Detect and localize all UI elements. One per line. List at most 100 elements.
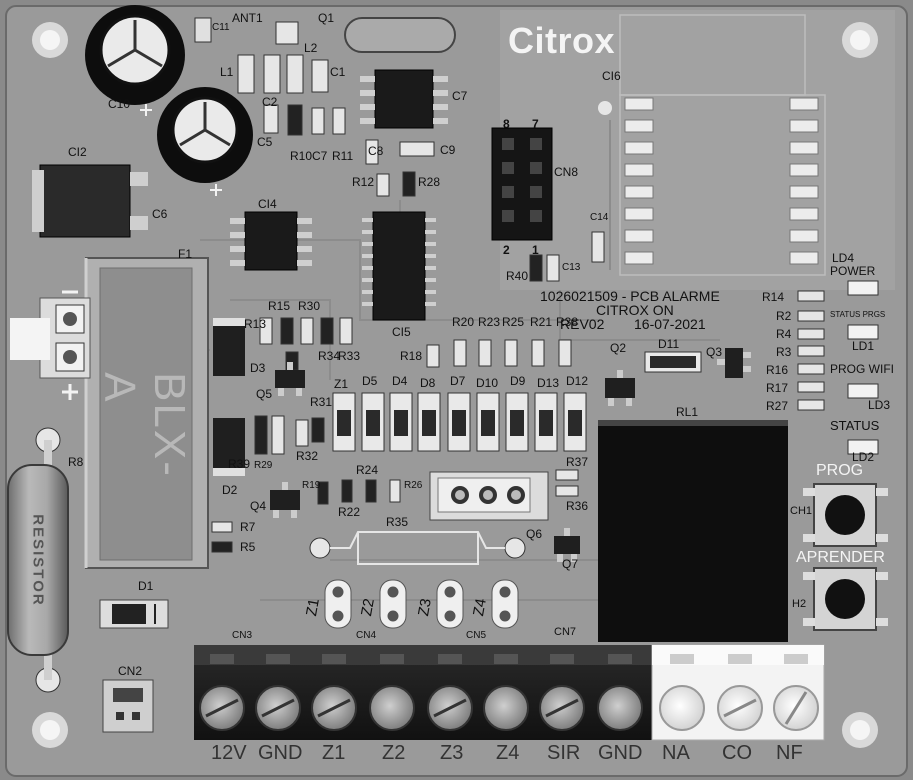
terminal-label-co: CO — [722, 742, 752, 764]
ref-cn8: CN8 — [554, 165, 579, 179]
mounting-hole — [32, 712, 68, 748]
ref-d12: D12 — [566, 374, 589, 388]
terminal-screw[interactable] — [597, 685, 643, 731]
ref-q2: Q2 — [610, 341, 627, 355]
label-ld3: LD3 — [868, 398, 891, 412]
smd-lower-left — [211, 415, 579, 553]
ref-c8: C8 — [368, 144, 384, 158]
capacitor-c10 — [85, 5, 185, 105]
ref-r27: R27 — [766, 399, 789, 413]
board-part-number: 1026021509 - PCB ALARME — [540, 288, 720, 304]
ref-l2: L2 — [304, 41, 318, 55]
diode-d11 — [644, 351, 702, 373]
terminal-screw[interactable] — [773, 685, 819, 731]
ref-c14: C14 — [590, 212, 609, 223]
ref-hdr1: 1 — [532, 243, 539, 257]
label-ld1: LD1 — [852, 339, 875, 353]
ref-r25: R25 — [502, 315, 525, 329]
ref-c6: C6 — [152, 207, 168, 221]
brand-logo: Citrox — [508, 20, 616, 61]
mounting-hole — [842, 712, 878, 748]
ref-r7: R7 — [240, 520, 256, 534]
three-pin-header — [429, 471, 549, 521]
prog-button[interactable] — [803, 483, 888, 547]
ref-q7: Q7 — [562, 557, 579, 571]
ref-ci2: CI2 — [68, 145, 87, 159]
ref-r34: R34 — [318, 349, 341, 363]
ref-r30: R30 — [298, 299, 321, 313]
terminal-label-12v: 12V — [211, 742, 247, 764]
smd-c11 — [194, 17, 212, 43]
diode-row — [332, 392, 587, 452]
ref-r40: R40 — [506, 269, 529, 283]
ref-c9: C9 — [440, 143, 456, 157]
terminal-label-z3: Z3 — [440, 742, 464, 764]
terminal-screw[interactable] — [659, 685, 705, 731]
ref-r22: R22 — [338, 505, 361, 519]
ref-ci4: CI4 — [258, 197, 277, 211]
terminal-label-na: NA — [662, 742, 690, 764]
board-name: CITROX ON — [596, 302, 674, 318]
ref-r38: R38 — [556, 315, 579, 329]
smd-resistor-row-2 — [311, 339, 572, 443]
ic-ci4 — [230, 211, 312, 271]
terminal-screw[interactable] — [483, 685, 529, 731]
ref-c5: C5 — [257, 135, 273, 149]
transistor-q5 — [275, 362, 305, 396]
ref-d5: D5 — [362, 374, 378, 388]
zone-jumpers — [324, 579, 519, 629]
ic-ci5 — [362, 211, 436, 321]
diode-d1 — [99, 599, 169, 629]
label-zone-z2: Z2 — [358, 597, 378, 618]
transistor-q2 — [605, 370, 635, 406]
ref-hdr2: 2 — [503, 243, 510, 257]
label-ch1: CH1 — [790, 505, 813, 517]
ref-d9: D9 — [510, 374, 526, 388]
ref-r23: R23 — [478, 315, 501, 329]
terminal-screw[interactable] — [255, 685, 301, 731]
ref-r17: R17 — [766, 381, 789, 395]
power-resistor — [7, 427, 69, 693]
ref-r29: R29 — [254, 460, 273, 471]
ref-r26: R26 — [404, 480, 423, 491]
terminal-screw[interactable] — [199, 685, 245, 731]
pin-header-cn8 — [491, 127, 553, 241]
terminal-label-sir: SIR — [547, 742, 581, 764]
terminal-screw[interactable] — [311, 685, 357, 731]
label-cn2: CN2 — [118, 664, 143, 678]
terminal-label-z1: Z1 — [322, 742, 346, 764]
label-aprender: APRENDER — [796, 549, 885, 566]
ref-r11: R11 — [332, 149, 354, 163]
relay-rl1 — [598, 420, 788, 642]
ref-rl1: RL1 — [676, 405, 699, 419]
ref-r14: R14 — [762, 290, 785, 304]
ref-r36: R36 — [566, 499, 589, 513]
ref-l1: L1 — [220, 65, 234, 79]
terminal-screw[interactable] — [539, 685, 585, 731]
ref-r31: R31 — [310, 395, 333, 409]
left-pad-terminals — [10, 297, 91, 379]
label-ch2: H2 — [792, 598, 807, 610]
ref-r12: R12 — [352, 175, 375, 189]
label-ld2: LD2 — [852, 450, 875, 464]
ref-d11: D11 — [658, 337, 680, 351]
label-power: POWER — [830, 264, 876, 278]
mounting-hole — [842, 22, 878, 58]
wifi-module-ci6 — [598, 14, 826, 276]
plus-marker — [210, 184, 222, 196]
smd-resistor-column — [797, 290, 825, 411]
terminal-screw[interactable] — [717, 685, 763, 731]
terminal-screw[interactable] — [427, 685, 473, 731]
diode-d3 — [213, 318, 245, 376]
resistor-label-wrap: RESISTOR — [10, 480, 66, 640]
terminal-screw[interactable] — [369, 685, 415, 731]
ref-r20: R20 — [452, 315, 475, 329]
ref-c1: C1 — [330, 65, 346, 79]
ref-ci6: CI6 — [602, 69, 621, 83]
ref-c13: C13 — [562, 262, 581, 273]
relay-module-label: BLX-A — [95, 372, 195, 478]
ref-d2: D2 — [222, 483, 238, 497]
aprender-button[interactable] — [803, 567, 888, 631]
ref-f1: F1 — [178, 247, 193, 261]
resistor-r35-footprint — [309, 531, 526, 565]
